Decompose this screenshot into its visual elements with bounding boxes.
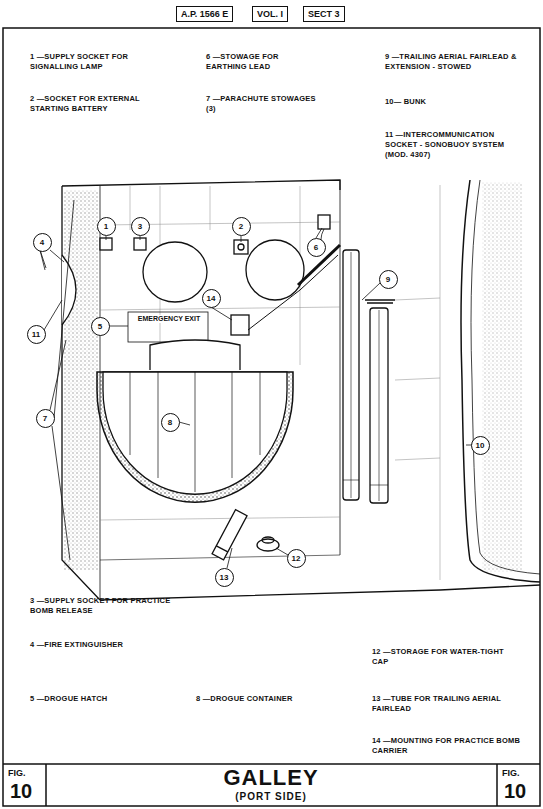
header-cell: VOL. I	[252, 6, 288, 22]
callout-number: 5	[91, 317, 110, 336]
callout-number: 11	[27, 325, 46, 344]
legend-text: 6 —STOWAGE FOR EARTHING LEAD	[206, 52, 316, 72]
earthing-lead-stowage	[318, 215, 330, 229]
legend-text: 8 —DROGUE CONTAINER	[196, 694, 296, 704]
tube-detail	[343, 252, 388, 501]
legend-text: 3 —SUPPLY SOCKET FOR PRACTICE BOMB RELEA…	[30, 596, 195, 616]
header-cell: SECT 3	[303, 6, 345, 22]
tube-clamp	[365, 300, 395, 303]
parachute-stowage-strip	[64, 190, 98, 570]
fig-label: FIG.	[8, 767, 26, 779]
page-frame	[3, 28, 540, 806]
left-wall-edge	[62, 186, 100, 600]
cap-top	[262, 537, 274, 543]
container-ribs	[130, 372, 260, 492]
header-cell: A.P. 1566 E	[176, 6, 233, 22]
callout-number: 4	[33, 233, 52, 252]
window	[246, 240, 304, 300]
callout-number: 7	[36, 409, 55, 428]
callout-number: 1	[97, 217, 116, 236]
tube-13	[212, 510, 247, 560]
window	[143, 242, 207, 302]
callout-number: 3	[131, 217, 150, 236]
subtitle: (PORT SIDE)	[235, 790, 307, 804]
legend-text: 1 —SUPPLY SOCKET FOR SIGNALLING LAMP	[30, 52, 155, 72]
fig-number: 10	[504, 781, 526, 801]
drogue-container-rim	[97, 372, 293, 502]
callout-number: 2	[232, 217, 251, 236]
socket-2-face	[238, 244, 244, 250]
legend-text: 14 —MOUNTING FOR PRACTICE BOMB CARRIER	[372, 736, 522, 756]
callout-number: 8	[161, 413, 180, 432]
diagram-title: GALLEY	[223, 767, 318, 789]
emergency-exit-panel	[128, 312, 208, 342]
legend-text: 12 —STORAGE FOR WATER-TIGHT CAP	[372, 647, 507, 667]
legend-text: 11 —INTERCOMMUNICATION SOCKET - SONOBUOY…	[385, 130, 515, 160]
mounting-14	[231, 315, 249, 335]
legend-text: 4 —FIRE EXTINGUISHER	[30, 640, 150, 650]
drogue-container	[103, 372, 287, 494]
callout-number: 12	[287, 549, 306, 568]
water-tight-cap	[257, 539, 279, 551]
fire-extinguisher	[62, 255, 76, 325]
callout-number: 6	[307, 238, 326, 257]
cable	[248, 255, 338, 330]
ceiling-line	[62, 180, 340, 190]
bunk-edge	[461, 180, 540, 582]
leader-lines	[44, 200, 472, 568]
bunk-shade	[482, 182, 522, 572]
drogue-hatch-top	[150, 340, 240, 370]
callout-number: 14	[202, 289, 221, 308]
fig-box-lines	[46, 764, 497, 806]
callout-number: 10	[471, 436, 490, 455]
callout-number: 13	[215, 568, 234, 587]
exit-sign: EMERGENCY EXIT	[134, 315, 204, 323]
legend-text: 10— BUNK	[385, 97, 525, 107]
legend-text: 7 —PARACHUTE STOWAGES (3)	[206, 94, 316, 114]
legend-text: 5 —DROGUE HATCH	[30, 694, 130, 704]
socket-2	[234, 240, 248, 254]
bulkhead-edge	[340, 180, 341, 555]
legend-text: 13 —TUBE FOR TRAILING AERIAL FAIRLEAD	[372, 694, 522, 714]
callout-number: 9	[379, 270, 398, 289]
bunk-inner	[471, 180, 540, 574]
legend-text: 2 —SOCKET FOR EXTERNAL STARTING BATTERY	[30, 94, 155, 114]
legend-text: 9 —TRAILING AERIAL FAIRLEAD & EXTENSION …	[385, 52, 525, 72]
fig-number: 10	[10, 781, 32, 801]
fig-label: FIG.	[502, 767, 520, 779]
panel-lines	[100, 185, 440, 580]
title-band-line	[3, 763, 540, 765]
